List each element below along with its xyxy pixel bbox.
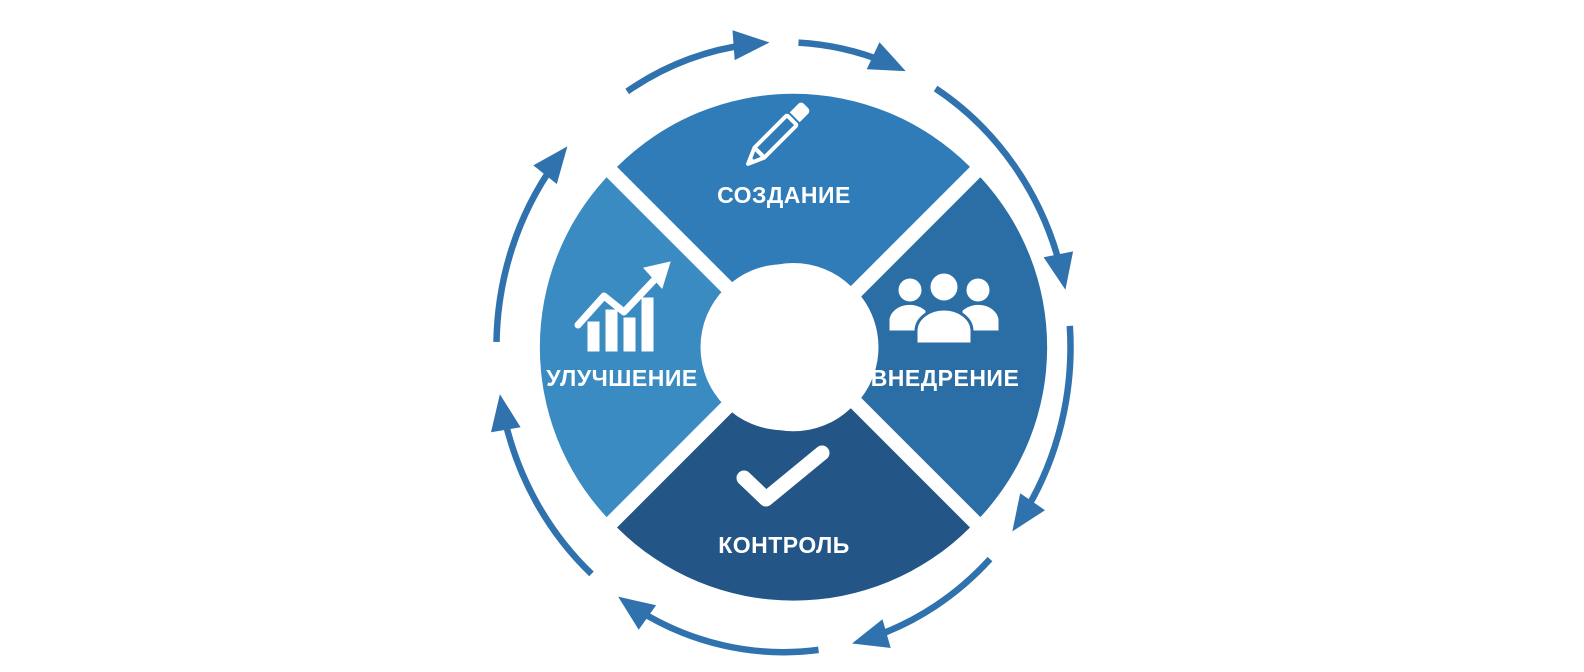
cycle-arrow-head xyxy=(732,30,770,61)
cycle-arrow-head xyxy=(491,394,521,433)
stage-label-create: СОЗДАНИЕ xyxy=(717,182,851,208)
cycle-arrow-arc xyxy=(1021,325,1074,515)
stage-label-control: КОНТРОЛЬ xyxy=(718,532,850,558)
checkmark-icon xyxy=(736,445,830,507)
center-circle xyxy=(700,264,867,431)
quadrant-implement xyxy=(861,177,1048,518)
cycle-arrow-arc xyxy=(500,415,594,577)
cycle-arrow-arc xyxy=(871,556,993,641)
cycle-arrow-arc xyxy=(633,605,819,656)
stage-label-improve: УЛУЧШЕНИЕ xyxy=(546,365,697,391)
users-icon xyxy=(889,270,999,346)
cycle-arrow-head xyxy=(1012,493,1045,532)
pencil-icon xyxy=(746,102,810,166)
quadrant-create xyxy=(617,93,970,287)
quadrant-control xyxy=(617,408,970,601)
cycle-arrow-head xyxy=(618,596,657,630)
cycle-arrow-head xyxy=(1043,251,1074,290)
cycle-arrow-arc xyxy=(493,161,557,342)
cycle-arrow-head xyxy=(533,146,568,184)
cycle-arrow-head xyxy=(852,619,891,648)
growth-chart-icon xyxy=(574,261,671,352)
cycle-arrow-arc xyxy=(625,41,749,95)
cycle-arrow-head xyxy=(866,42,906,72)
stage-label-implement: ВНЕДРЕНИЕ xyxy=(871,365,1020,391)
cycle-arrows xyxy=(491,30,1074,656)
cycle-arrow-arc xyxy=(933,85,1064,270)
